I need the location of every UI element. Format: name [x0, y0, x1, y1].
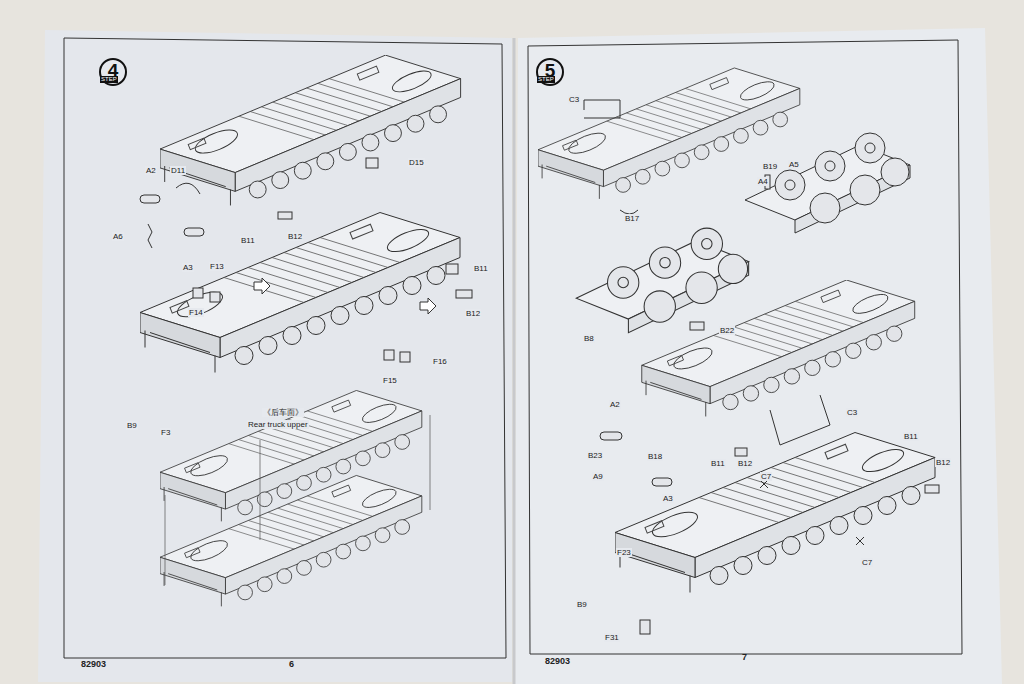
page-number: 82903	[544, 657, 571, 666]
step-badge: STEP4	[99, 58, 127, 86]
callout-number: F14	[188, 308, 204, 317]
callout-number: B11	[240, 236, 256, 245]
callout-number: B12	[935, 458, 951, 467]
callout-number: Rear truck upper	[247, 420, 309, 429]
callout-number: A4	[757, 177, 769, 186]
callout-number: F3	[160, 428, 171, 437]
callout-number: B9	[126, 421, 138, 430]
callout-number: A5	[788, 160, 800, 169]
callout-number: B12	[287, 232, 303, 241]
callout-number: C3	[568, 95, 580, 104]
callout-number: B23	[587, 451, 603, 460]
callout-number: F16	[432, 357, 448, 366]
page-frame	[528, 40, 962, 654]
callout-number: F13	[209, 262, 225, 271]
right-page	[514, 28, 1002, 684]
step-badge: STEP5	[536, 58, 564, 86]
step5-parts	[538, 68, 939, 634]
step4-parts	[140, 55, 472, 606]
callout-number: A3	[662, 494, 674, 503]
callout-number: B12	[465, 309, 481, 318]
step-number: 4	[101, 60, 125, 82]
callout-number: A9	[592, 472, 604, 481]
callout-number: B11	[473, 264, 489, 273]
callout-number: 《后车面》	[262, 408, 304, 417]
callout-number: B9	[576, 600, 588, 609]
callout-number: A2	[145, 166, 157, 175]
callout-number: A3	[182, 263, 194, 272]
page-number: 7	[741, 653, 748, 662]
callout-number: D15	[408, 158, 425, 167]
page-number: 82903	[80, 660, 107, 669]
callout-number: C3	[846, 408, 858, 417]
callout-number: F23	[616, 548, 632, 557]
page-fold	[513, 38, 516, 684]
callout-number: B12	[737, 459, 753, 468]
page-number: 6	[288, 660, 295, 669]
callout-number: D11	[170, 166, 186, 175]
callout-number: B8	[583, 334, 595, 343]
step-number: 5	[538, 60, 562, 82]
callout-number: B11	[903, 432, 919, 441]
callout-number: A2	[609, 400, 621, 409]
callout-number: A6	[112, 232, 124, 241]
callout-number: B17	[624, 214, 640, 223]
page-frame	[64, 38, 506, 658]
callout-number: B18	[647, 452, 663, 461]
callout-number: F15	[382, 376, 398, 385]
callout-number: F31	[604, 633, 620, 642]
callout-number: C7	[861, 558, 873, 567]
left-page	[38, 30, 512, 682]
callout-number: B11	[710, 459, 726, 468]
callout-number: B19	[762, 162, 778, 171]
callout-number: B22	[719, 326, 735, 335]
callout-number: C7	[760, 472, 772, 481]
